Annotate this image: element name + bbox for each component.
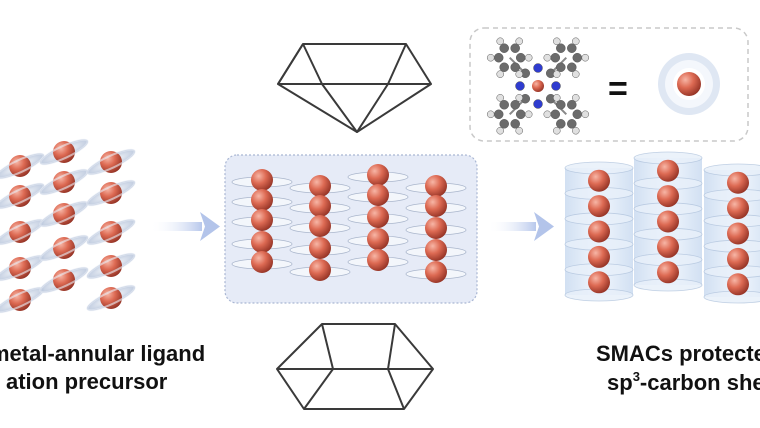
metal-atom bbox=[657, 210, 679, 233]
stacked-unit bbox=[347, 228, 409, 250]
stacked-unit bbox=[231, 189, 293, 211]
precursor-unit bbox=[86, 218, 136, 246]
stacked-unit bbox=[405, 261, 467, 283]
stacked-unit bbox=[289, 237, 351, 259]
smacs-caption-line1: SMACs protecte bbox=[596, 341, 760, 366]
diamond-anvil-bottom bbox=[276, 323, 434, 410]
stacked-unit bbox=[405, 195, 467, 217]
metal-atom bbox=[727, 197, 749, 220]
metal-atom bbox=[588, 220, 610, 243]
metal-atom bbox=[727, 247, 749, 270]
stacked-unit bbox=[231, 231, 293, 253]
precursor-unit bbox=[39, 200, 89, 228]
metal-atom bbox=[657, 261, 679, 284]
arrow-2 bbox=[488, 212, 554, 241]
metal-atom bbox=[657, 185, 679, 208]
shell-column bbox=[633, 151, 703, 292]
metal-atom bbox=[727, 273, 749, 296]
stacked-unit bbox=[347, 164, 409, 186]
precursor-unit bbox=[39, 234, 89, 262]
metal-atom bbox=[588, 195, 610, 218]
arrow-1 bbox=[150, 212, 220, 241]
smacs-caption-line2: sp3-carbon she bbox=[607, 370, 760, 394]
metal-atom bbox=[588, 271, 610, 294]
metal-atom bbox=[588, 245, 610, 268]
stacked-unit bbox=[347, 184, 409, 206]
metal-atom bbox=[727, 222, 749, 245]
sp3-shell-columns bbox=[564, 151, 760, 304]
precursor-unit bbox=[86, 179, 136, 207]
precursor-unit bbox=[0, 218, 45, 246]
stacked-unit bbox=[405, 175, 467, 197]
stacked-unit bbox=[289, 175, 351, 197]
precursor-unit bbox=[0, 182, 45, 210]
precursor-caption-line1: metal-annular ligand bbox=[0, 341, 206, 366]
precursor-caption-line2: ation precursor bbox=[6, 369, 168, 394]
precursor-unit bbox=[86, 148, 136, 176]
precursor-unit bbox=[39, 168, 89, 196]
metal-atom bbox=[588, 169, 610, 192]
stacked-unit bbox=[405, 217, 467, 239]
equals-sign: = bbox=[608, 70, 628, 108]
caption-sp-text: sp bbox=[607, 370, 633, 395]
caption-superscript: 3 bbox=[632, 369, 640, 384]
precursor-unit bbox=[39, 138, 89, 166]
precursor-unit bbox=[39, 266, 89, 294]
legend-box: = bbox=[469, 27, 749, 142]
metal-atom bbox=[657, 159, 679, 182]
stacked-unit bbox=[289, 215, 351, 237]
ligand-ring-icon bbox=[658, 53, 720, 115]
precursor-unit bbox=[0, 286, 45, 314]
precursor-columns bbox=[0, 138, 136, 314]
stacked-unit bbox=[231, 169, 293, 191]
stacked-unit bbox=[347, 249, 409, 271]
caption-carbon-shell-text: -carbon she bbox=[639, 370, 760, 395]
phthalocyanine-molecule-icon bbox=[486, 37, 590, 135]
precursor-unit bbox=[86, 284, 136, 312]
stacked-unit bbox=[231, 209, 293, 231]
stacked-unit bbox=[289, 195, 351, 217]
stacked-columns bbox=[231, 164, 467, 283]
diamond-anvil-top bbox=[277, 43, 432, 133]
stacked-unit bbox=[405, 239, 467, 261]
metal-atom bbox=[657, 235, 679, 258]
metal-atom bbox=[727, 171, 749, 194]
precursor-unit bbox=[0, 152, 45, 180]
stacked-unit bbox=[289, 259, 351, 281]
shell-column bbox=[564, 161, 634, 302]
precursor-unit bbox=[86, 252, 136, 280]
shell-column bbox=[703, 163, 760, 304]
stacked-unit bbox=[231, 251, 293, 273]
stacked-unit bbox=[347, 206, 409, 228]
precursor-unit bbox=[0, 254, 45, 282]
